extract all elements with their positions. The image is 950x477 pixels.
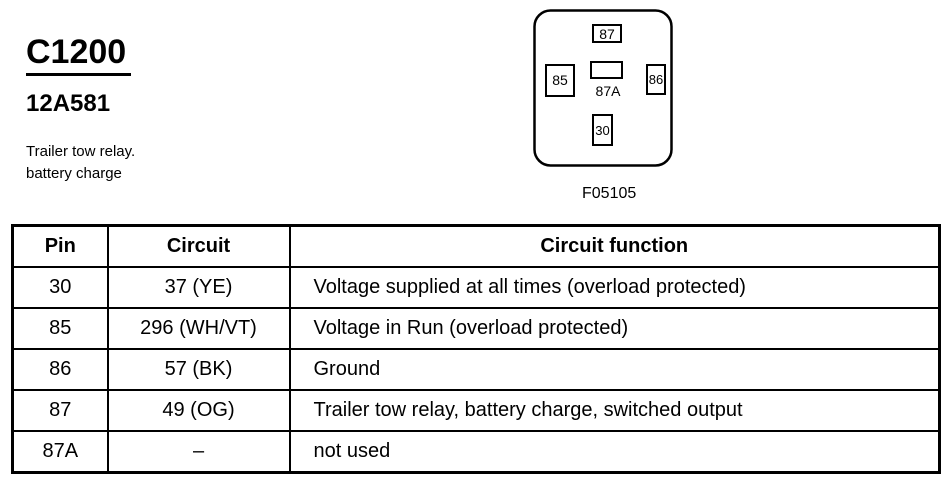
pin-30-terminal: 30 bbox=[592, 114, 613, 146]
function-cell: Voltage supplied at all times (overload … bbox=[288, 266, 941, 309]
pin-30-label: 30 bbox=[595, 123, 609, 138]
pin-cell: 87 bbox=[11, 389, 109, 432]
pin-85-terminal: 85 bbox=[545, 64, 575, 97]
connector-id: C1200 bbox=[26, 33, 127, 71]
title-underline bbox=[26, 73, 131, 76]
circuit-cell: 57 (BK) bbox=[106, 348, 291, 391]
header-circuit-function: Circuit function bbox=[288, 224, 941, 268]
pin-table: Pin Circuit Circuit function 30 37 (YE) … bbox=[11, 224, 941, 474]
pin-86-terminal: 86 bbox=[646, 64, 666, 95]
function-cell: Trailer tow relay, battery charge, switc… bbox=[288, 389, 941, 432]
pin-87-label: 87 bbox=[599, 26, 615, 42]
function-cell: Ground bbox=[288, 348, 941, 391]
pin-87-terminal: 87 bbox=[592, 24, 622, 43]
header-pin: Pin bbox=[11, 224, 109, 268]
circuit-cell: 37 (YE) bbox=[106, 266, 291, 309]
circuit-cell: – bbox=[106, 430, 291, 474]
pin-cell: 86 bbox=[11, 348, 109, 391]
pin-85-label: 85 bbox=[552, 72, 568, 88]
table-row: 87A – not used bbox=[11, 430, 941, 474]
table-row: 86 57 (BK) Ground bbox=[11, 348, 941, 391]
part-number: 12A581 bbox=[26, 90, 111, 117]
circuit-cell: 49 (OG) bbox=[106, 389, 291, 432]
circuit-cell: 296 (WH/VT) bbox=[106, 307, 291, 350]
pin-87a-terminal: 87A bbox=[590, 61, 623, 99]
function-cell: Voltage in Run (overload protected) bbox=[288, 307, 941, 350]
table-row: 87 49 (OG) Trailer tow relay, battery ch… bbox=[11, 389, 941, 432]
header-circuit: Circuit bbox=[106, 224, 291, 268]
table-row: 85 296 (WH/VT) Voltage in Run (overload … bbox=[11, 307, 941, 350]
table-row: 30 37 (YE) Voltage supplied at all times… bbox=[11, 266, 941, 309]
connector-housing bbox=[533, 9, 673, 167]
pin-cell: 30 bbox=[11, 266, 109, 309]
table-header-row: Pin Circuit Circuit function bbox=[11, 224, 941, 268]
description-line-1: Trailer tow relay. bbox=[26, 143, 136, 160]
pin-86-label: 86 bbox=[649, 72, 663, 87]
figure-id: F05105 bbox=[582, 185, 637, 202]
description-line-2: battery charge bbox=[26, 165, 122, 182]
function-cell: not used bbox=[288, 430, 941, 474]
pin-cell: 85 bbox=[11, 307, 109, 350]
pin-cell: 87A bbox=[11, 430, 109, 474]
pin-87a-label: 87A bbox=[596, 83, 622, 99]
relay-connector-diagram: 87 85 86 87A 30 bbox=[533, 9, 673, 167]
